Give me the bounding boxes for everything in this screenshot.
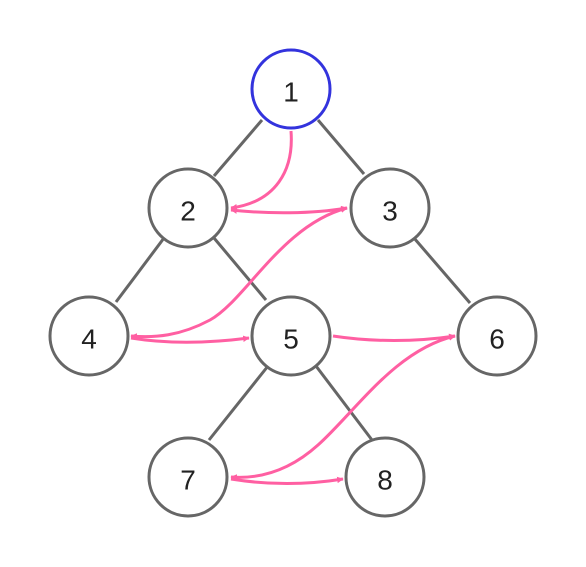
node-4-circle bbox=[48, 295, 130, 377]
edge-1-3 bbox=[316, 119, 366, 175]
node-1: 1 bbox=[250, 48, 332, 130]
node-2: 2 bbox=[147, 167, 229, 249]
node-3-circle bbox=[349, 167, 431, 249]
edge-2-4 bbox=[114, 237, 166, 303]
node-2-circle bbox=[147, 167, 229, 249]
node-2-label: 2 bbox=[180, 196, 196, 227]
traversal-arrows bbox=[130, 130, 456, 485]
arrow-4-to-5 bbox=[130, 335, 250, 344]
edge-5-8 bbox=[314, 365, 374, 441]
tree-nodes: 1 2 3 4 5 6 7 8 bbox=[48, 48, 538, 518]
edge-1-2 bbox=[212, 119, 264, 177]
edge-3-6 bbox=[412, 237, 472, 304]
arrow-6-to-7 bbox=[230, 334, 456, 481]
node-7-circle bbox=[147, 436, 229, 518]
node-1-label: 1 bbox=[283, 77, 299, 108]
arrow-5-to-6 bbox=[332, 333, 456, 342]
node-6-label: 6 bbox=[489, 324, 505, 355]
node-5: 5 bbox=[250, 295, 332, 377]
node-4-label: 4 bbox=[81, 324, 97, 355]
arrow-3-to-4 bbox=[130, 206, 348, 340]
node-1-circle bbox=[250, 48, 332, 130]
arrow-2-to-3 bbox=[230, 205, 348, 215]
node-8-circle bbox=[344, 436, 426, 518]
node-3: 3 bbox=[349, 167, 431, 249]
node-5-label: 5 bbox=[283, 324, 299, 355]
edge-2-5 bbox=[212, 237, 268, 301]
node-8: 8 bbox=[344, 436, 426, 518]
node-5-circle bbox=[250, 295, 332, 377]
node-3-label: 3 bbox=[382, 196, 398, 227]
node-6-circle bbox=[456, 295, 538, 377]
node-6: 6 bbox=[456, 295, 538, 377]
node-8-label: 8 bbox=[377, 465, 393, 496]
arrow-1-to-2 bbox=[230, 130, 293, 211]
node-7: 7 bbox=[147, 436, 229, 518]
arrow-7-to-8 bbox=[230, 476, 344, 485]
node-4: 4 bbox=[48, 295, 130, 377]
edge-5-7 bbox=[207, 365, 270, 441]
node-7-label: 7 bbox=[180, 465, 196, 496]
tree-edges bbox=[114, 119, 472, 441]
